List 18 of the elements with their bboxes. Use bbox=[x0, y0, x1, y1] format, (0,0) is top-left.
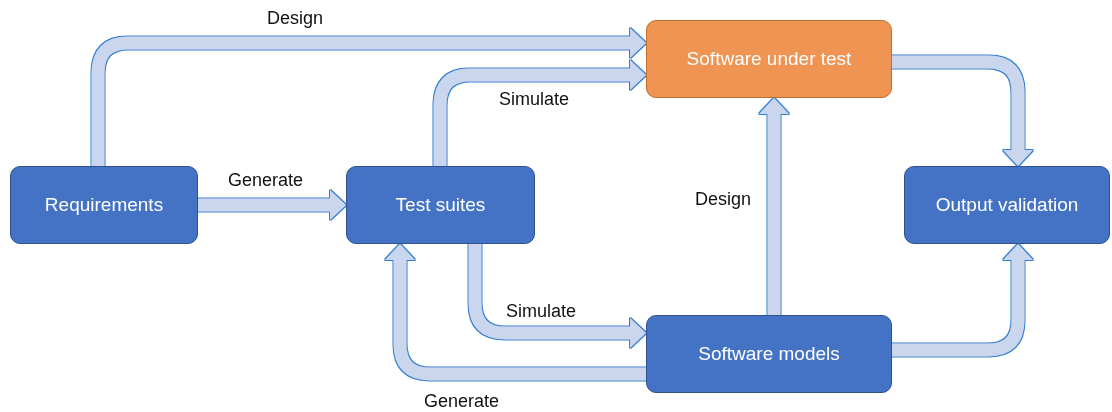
block-arrow bbox=[433, 60, 646, 166]
node-label: Software models bbox=[697, 343, 841, 365]
block-arrow bbox=[468, 244, 646, 348]
block-arrow bbox=[892, 55, 1033, 166]
block-arrow bbox=[759, 98, 789, 315]
block-arrow bbox=[91, 28, 646, 166]
block-arrow bbox=[385, 244, 646, 381]
process-box bbox=[646, 20, 892, 98]
block-arrow bbox=[198, 190, 346, 220]
block-arrow bbox=[892, 244, 1033, 357]
process-box bbox=[10, 166, 198, 244]
node-label: Test suites bbox=[394, 194, 487, 216]
node-label: Output validation bbox=[934, 194, 1080, 216]
node-label: Requirements bbox=[43, 194, 165, 216]
node-label: Software under test bbox=[685, 48, 853, 70]
process-box bbox=[646, 315, 892, 393]
process-box bbox=[904, 166, 1110, 244]
process-box bbox=[346, 166, 535, 244]
